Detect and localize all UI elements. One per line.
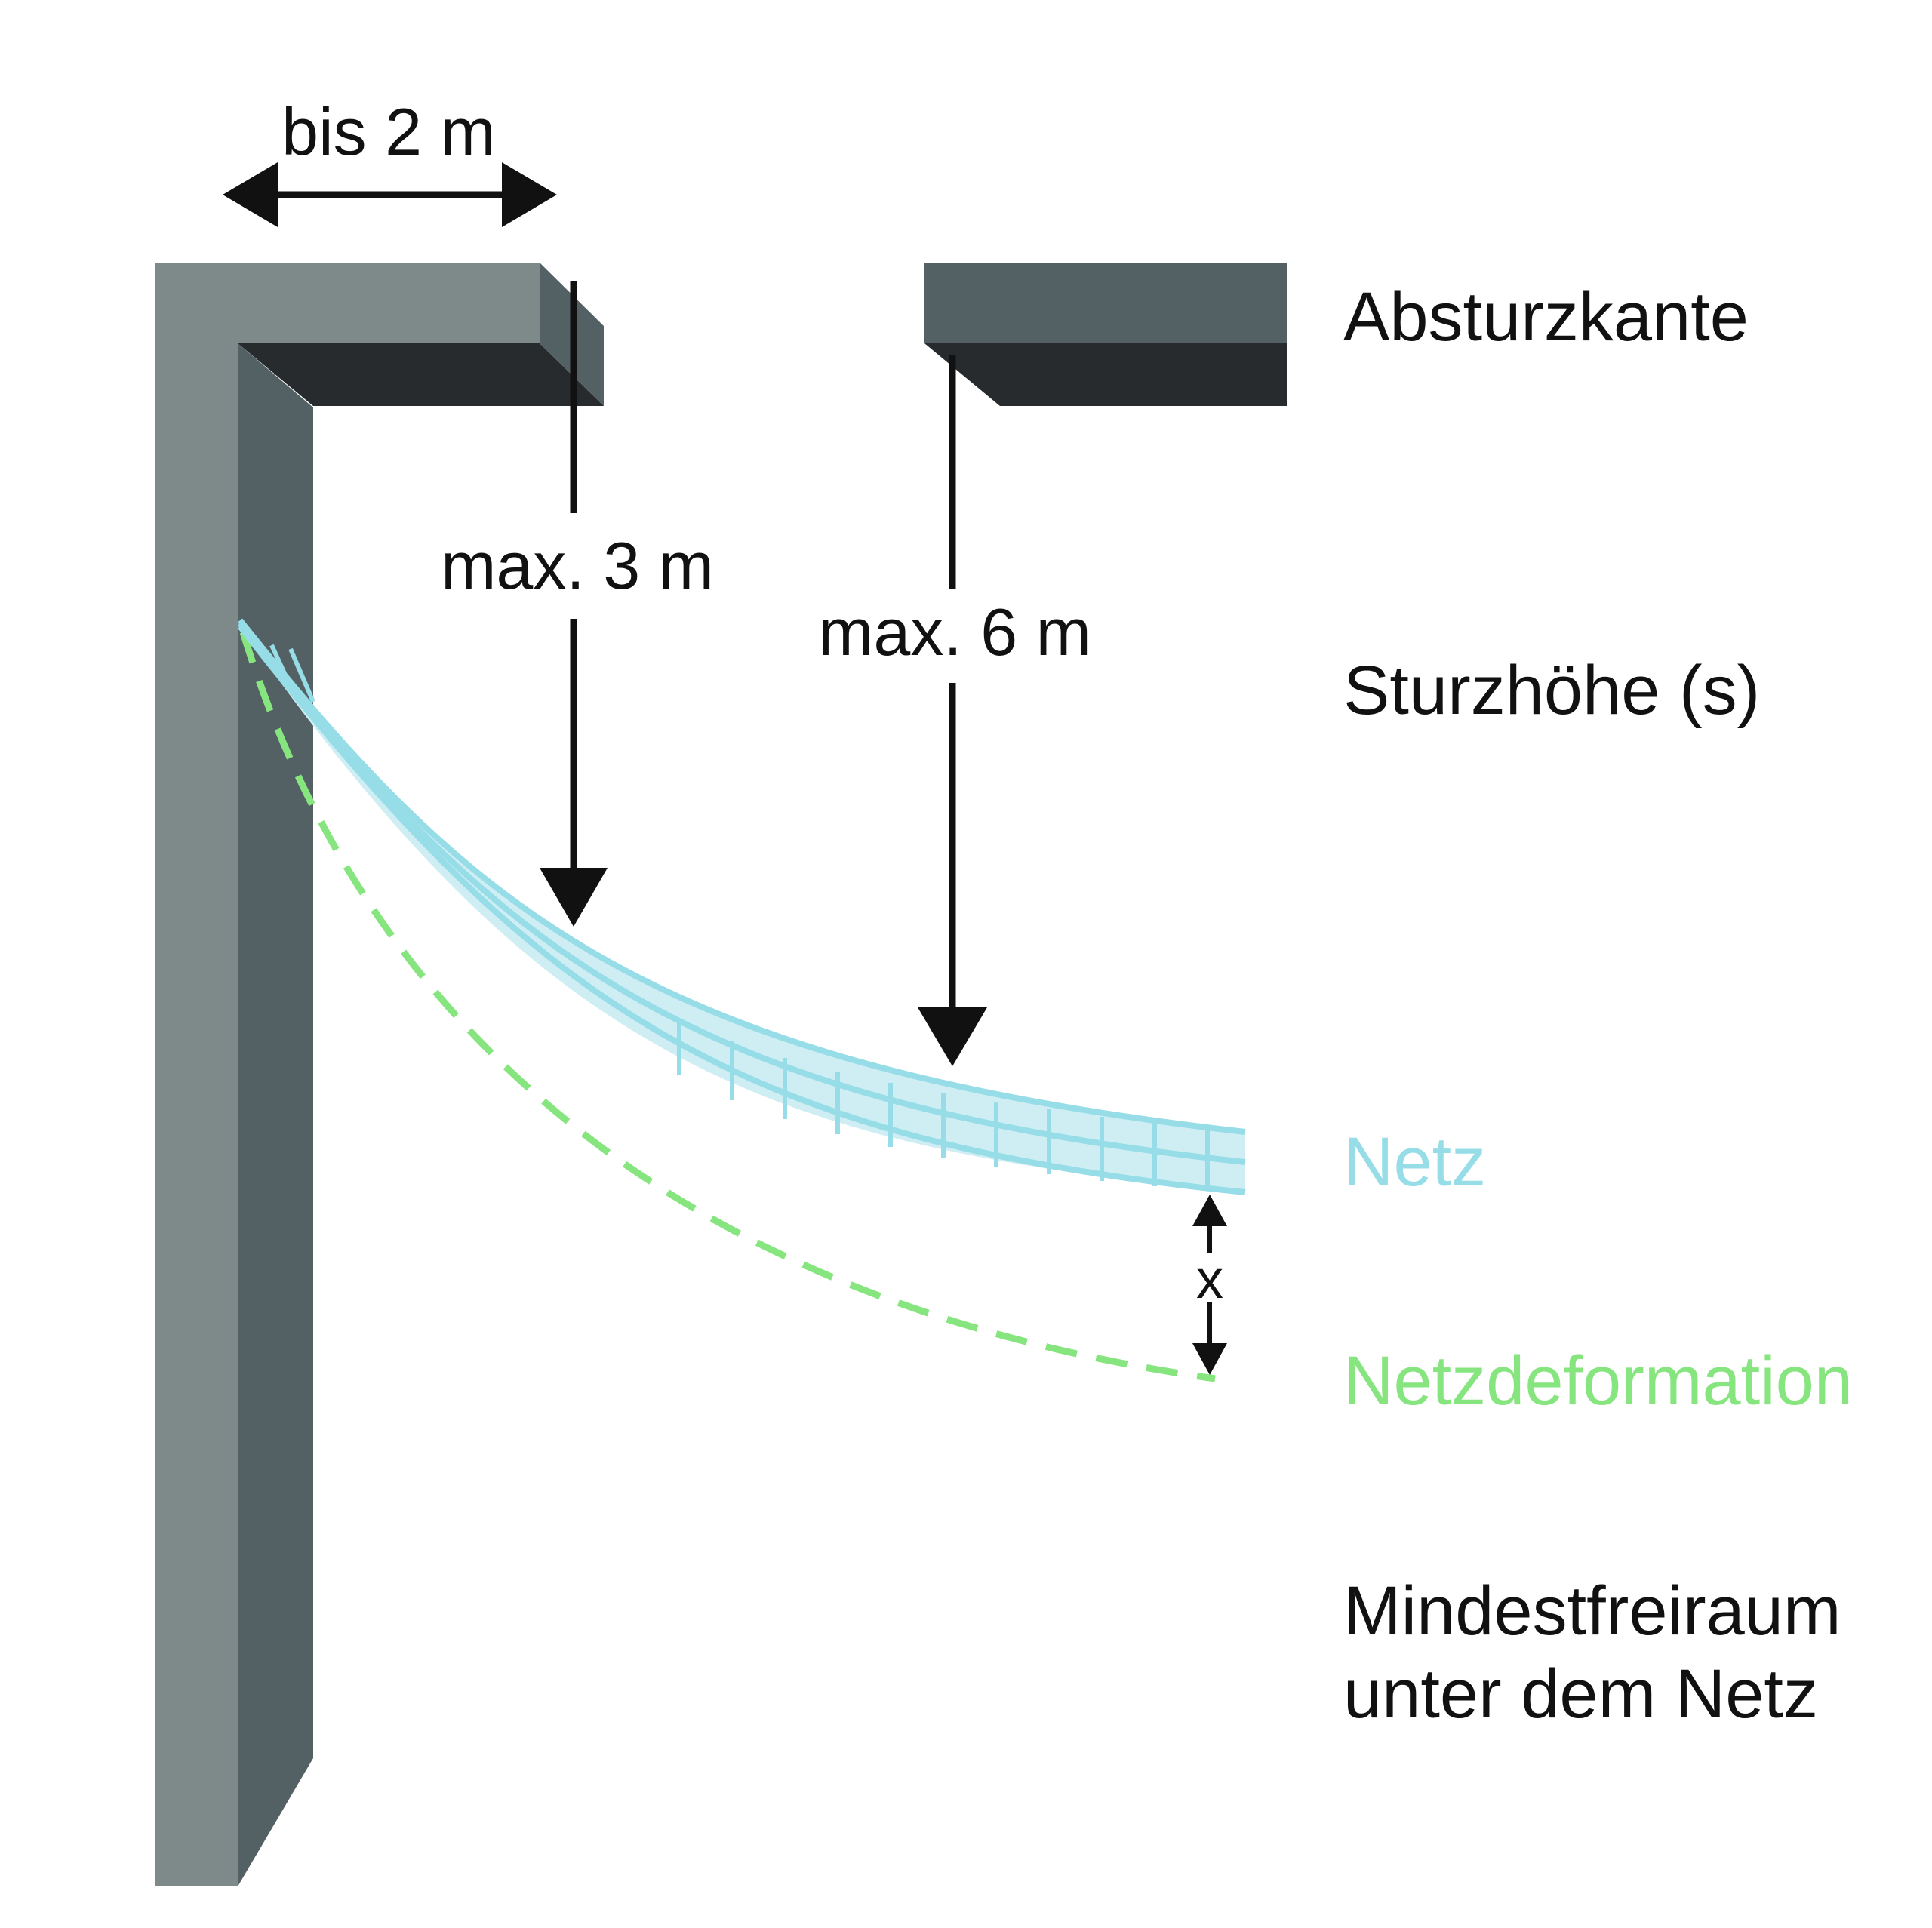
net-band <box>240 620 1245 1192</box>
legend-net: Netz <box>1343 1121 1486 1204</box>
safety-net <box>237 618 1246 1195</box>
gap-arrow <box>1192 1195 1227 1375</box>
net-edge-upper <box>237 618 1246 1135</box>
column-side <box>238 343 313 1886</box>
width-dimension-arrow <box>223 162 557 227</box>
right-slab-underside <box>924 343 1287 406</box>
legend-fall-height: Sturzhöhe (s) <box>1343 649 1760 732</box>
gap-label: x <box>1196 1250 1223 1310</box>
width-label: bis 2 m <box>281 94 496 169</box>
net-mesh-lines <box>269 644 1210 1190</box>
drop-long-arrow <box>918 355 987 1066</box>
drop-short-label: max. 3 m <box>441 528 714 603</box>
right-slab-front <box>924 263 1287 343</box>
legend-edge: Absturzkante <box>1343 275 1749 358</box>
net-edge-lower <box>237 624 1246 1195</box>
net-deformation-line <box>239 631 1216 1382</box>
legend-clearance-line2: unter dem Netz <box>1343 1656 1818 1733</box>
drop-long-label: max. 6 m <box>818 595 1091 669</box>
legend-deformation-text: Netzdeformation <box>1343 1342 1853 1419</box>
legend-clearance: Mindestfreiraum unter dem Netz <box>1343 1570 1841 1736</box>
legend-edge-text: Absturzkante <box>1343 278 1749 355</box>
drop-short-arrow <box>540 281 608 927</box>
left-slab-front <box>155 263 540 343</box>
legend-deformation: Netzdeformation <box>1343 1339 1853 1422</box>
legend-net-text: Netz <box>1343 1124 1487 1201</box>
left-slab-underside <box>238 343 604 406</box>
net-edge-middle <box>237 621 1246 1165</box>
column-front <box>155 263 238 1886</box>
legend-fall-height-text: Sturzhöhe (s) <box>1343 652 1761 729</box>
legend-clearance-line1: Mindestfreiraum <box>1343 1573 1841 1650</box>
building-structure <box>155 263 1287 1886</box>
